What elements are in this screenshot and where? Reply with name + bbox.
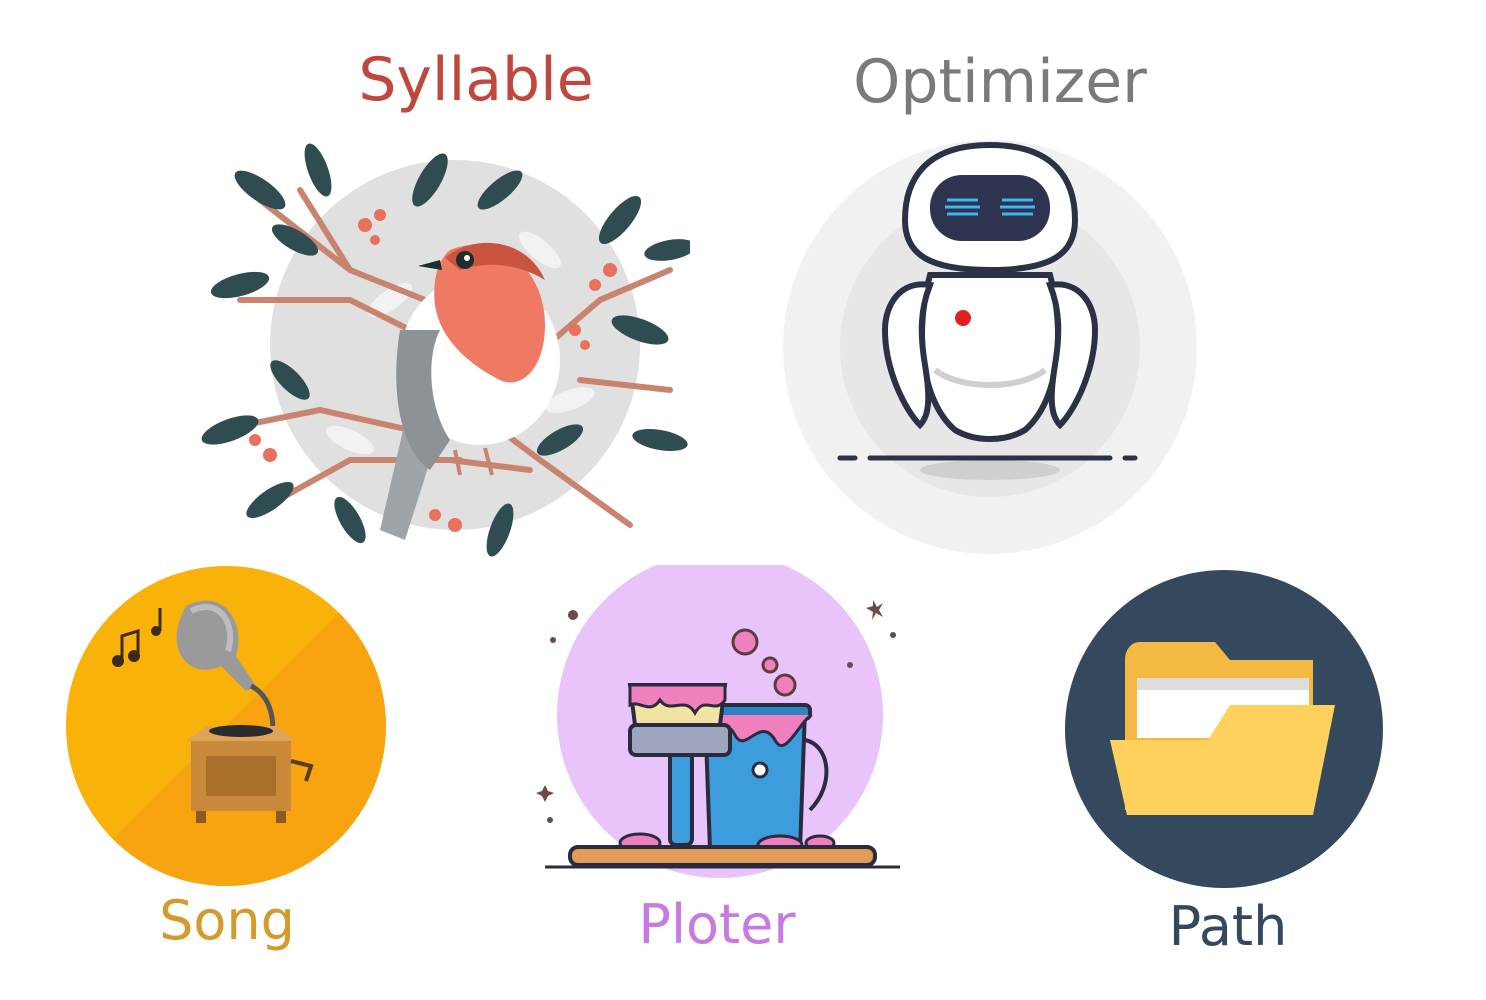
path-label: Path [1168,895,1288,958]
syllable-label: Syllable [358,45,594,115]
paint-bucket-brush-icon [530,565,910,885]
robin-bird-icon [200,130,690,560]
gramophone-icon [66,566,386,886]
song-label: Song [159,889,295,952]
robot-icon [780,140,1200,555]
ploter-label: Ploter [638,893,796,956]
folder-icon [1065,570,1383,888]
optimizer-label: Optimizer [853,47,1147,117]
